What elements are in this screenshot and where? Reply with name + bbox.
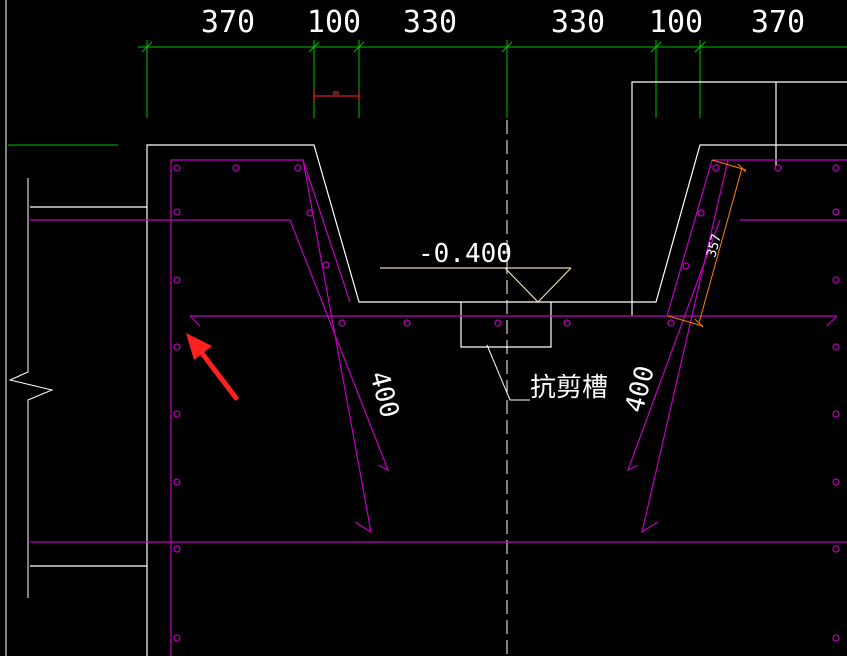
- left-wall-thickness-label: 400: [363, 368, 404, 421]
- small-dimension-tag: 80: [333, 91, 339, 97]
- slant-dimension-label: 357: [704, 232, 725, 259]
- slant-dimension: [667, 159, 747, 328]
- red-arrow-icon: [186, 333, 239, 401]
- elevation-marker: [380, 267, 572, 303]
- dimension-chain: [8, 40, 847, 146]
- dim-label-1: 370: [201, 5, 255, 40]
- dim-label-3: 330: [403, 5, 457, 40]
- dim-label-5: 100: [649, 5, 703, 40]
- shear-slot-leader: [486, 344, 530, 401]
- dim-label-2: 100: [307, 5, 361, 40]
- dim-label-6: 370: [751, 5, 805, 40]
- right-wall-thickness-label: 400: [620, 363, 661, 416]
- rebar-dots: [173, 164, 840, 642]
- rebar-lines: [30, 159, 847, 656]
- elevation-label: -0.400: [418, 239, 512, 269]
- small-dimension-detail: 80: [313, 90, 360, 102]
- dim-label-4: 330: [551, 5, 605, 40]
- dimension-labels: 370 100 330 330 100 370: [201, 5, 805, 40]
- shear-slot-label: 抗剪槽: [530, 373, 608, 403]
- concrete-outline: [30, 81, 847, 656]
- break-line: [8, 178, 54, 598]
